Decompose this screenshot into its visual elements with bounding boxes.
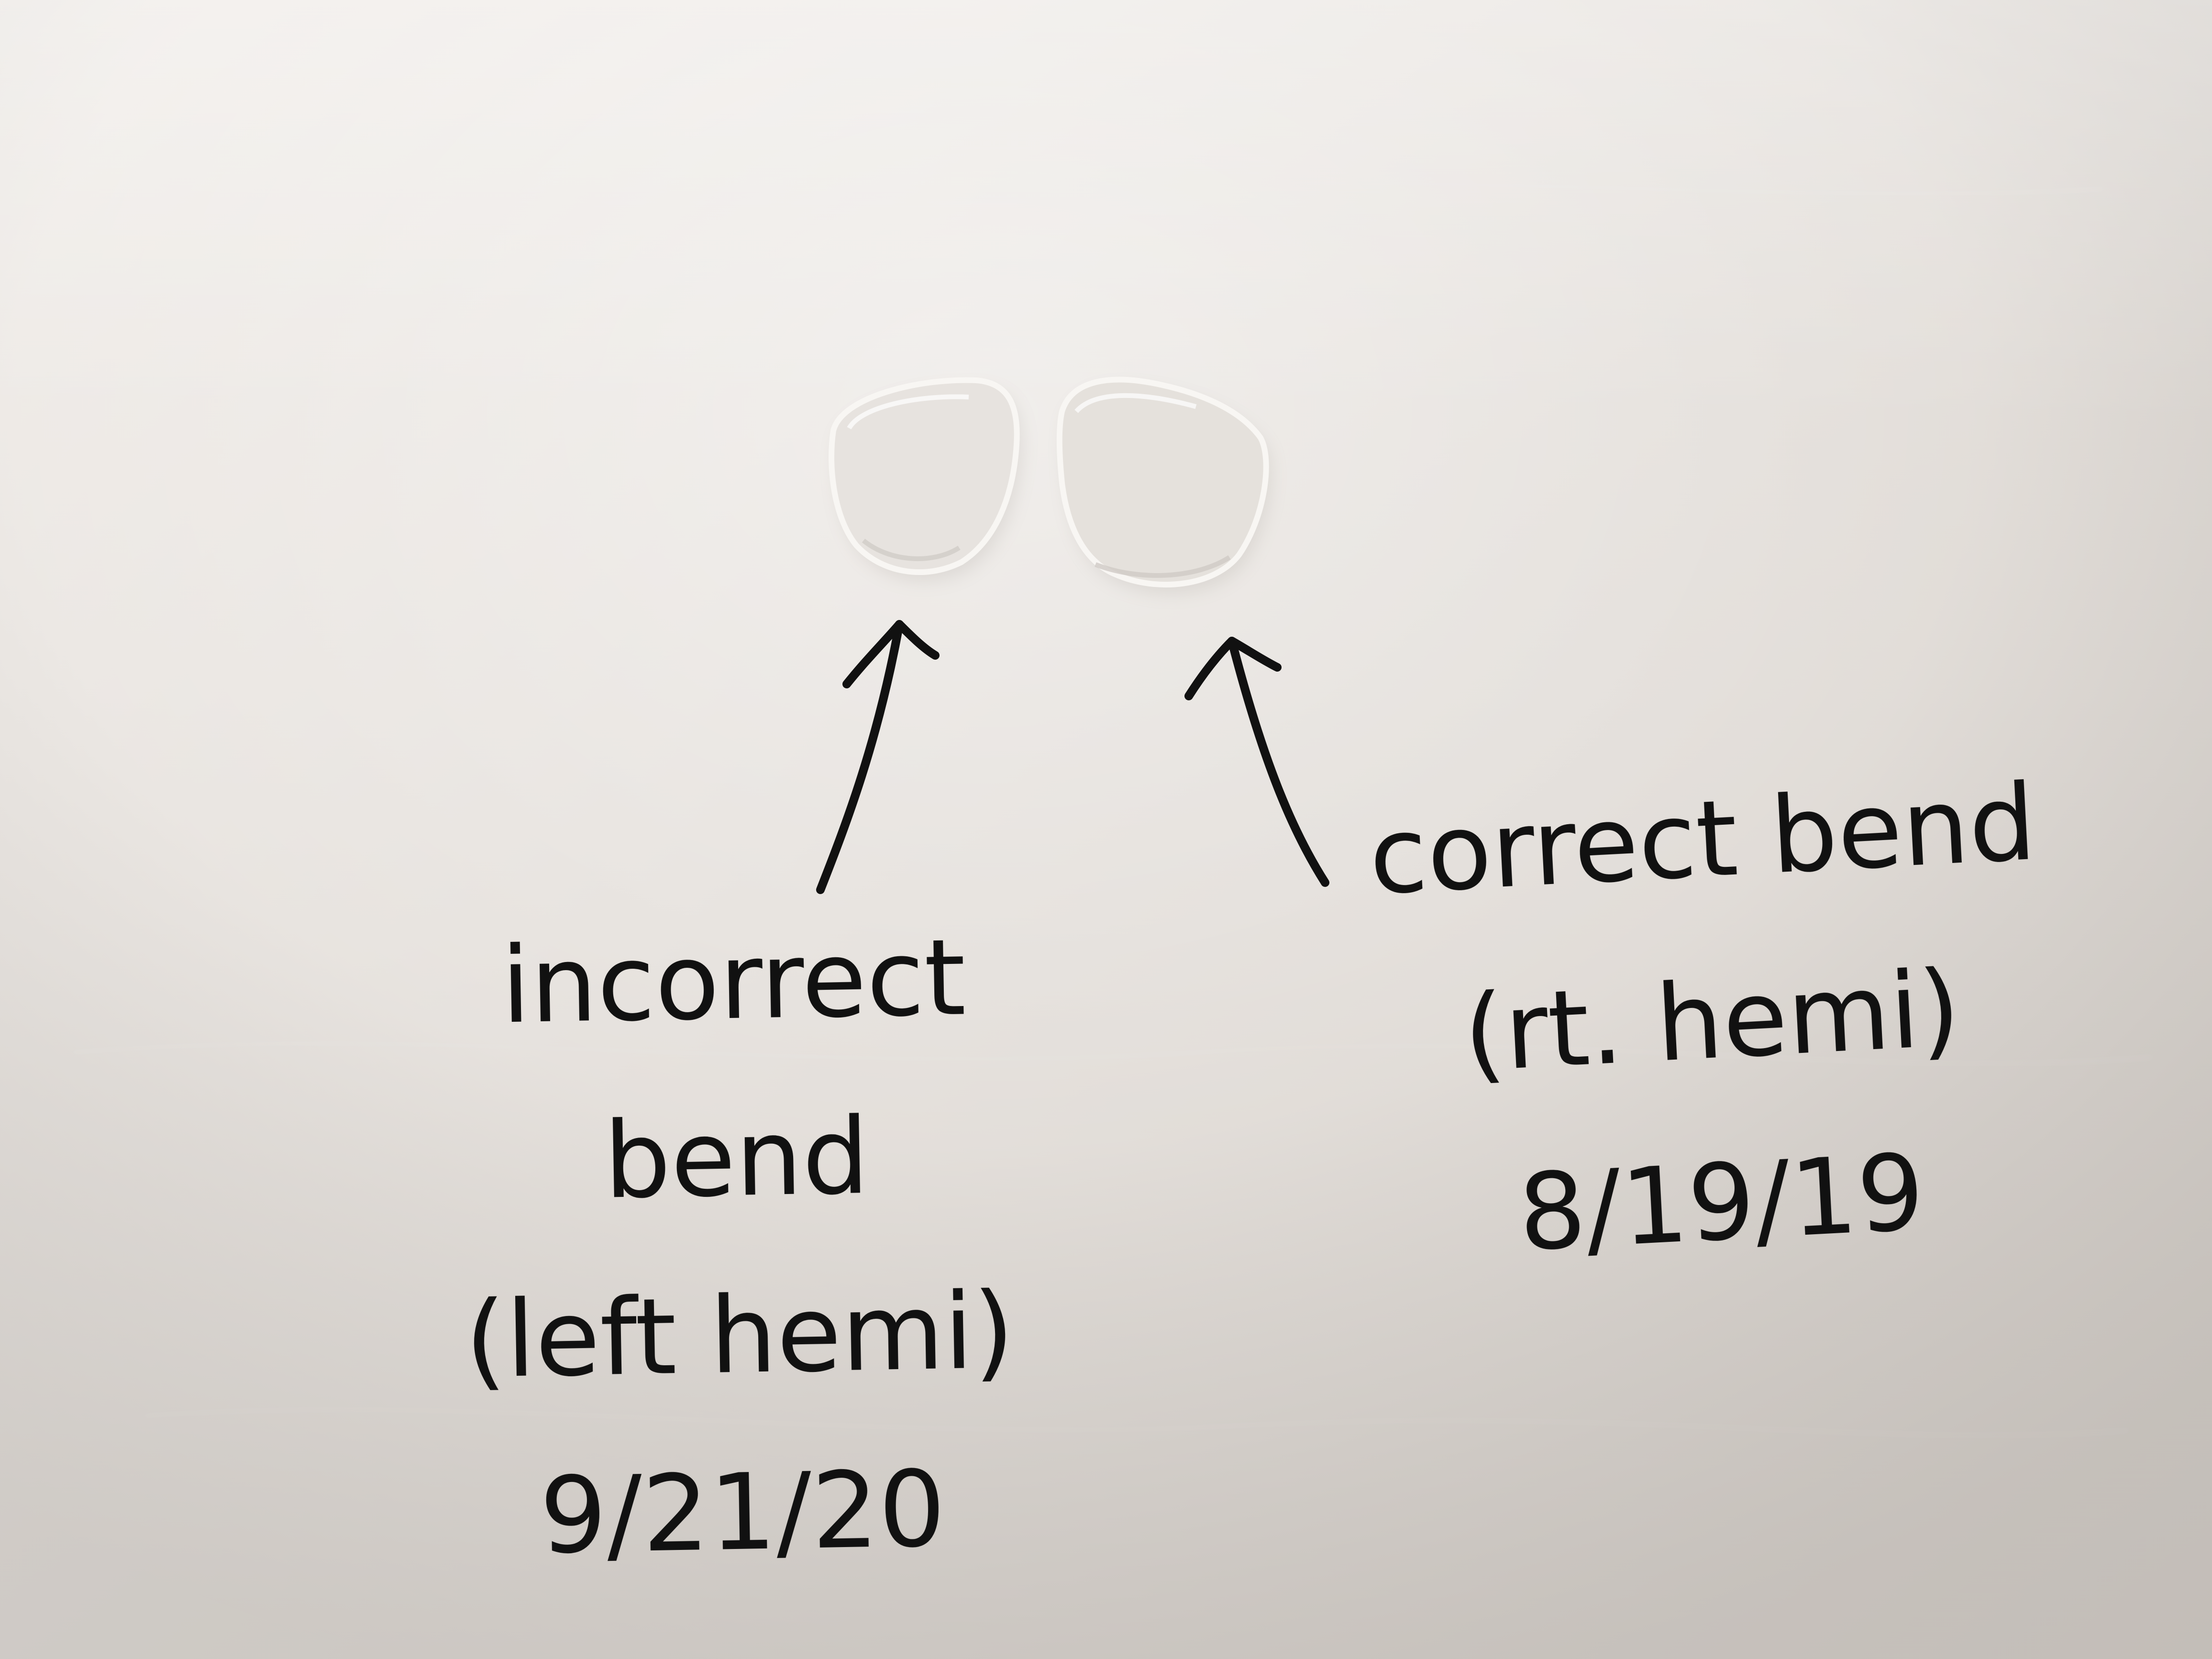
left-note-line-1: incorrect	[500, 916, 967, 1047]
left-handwritten-note: incorrect bend (left hemi) 9/21/20	[373, 887, 1103, 1607]
left-arrow	[816, 620, 940, 894]
right-arrow	[1184, 637, 1329, 887]
left-clear-piece	[829, 377, 1022, 581]
left-note-line-2: bend	[603, 1095, 870, 1222]
right-clear-piece	[1056, 376, 1271, 594]
left-note-line-3: (left hemi)	[464, 1269, 1016, 1402]
paper-texture	[71, 179, 2153, 1437]
right-handwritten-note: correct bend (rt. hemi) 8/19/19	[1292, 728, 2132, 1315]
paper-top-highlight	[0, 0, 2212, 431]
left-note-date: 9/21/20	[539, 1448, 947, 1578]
